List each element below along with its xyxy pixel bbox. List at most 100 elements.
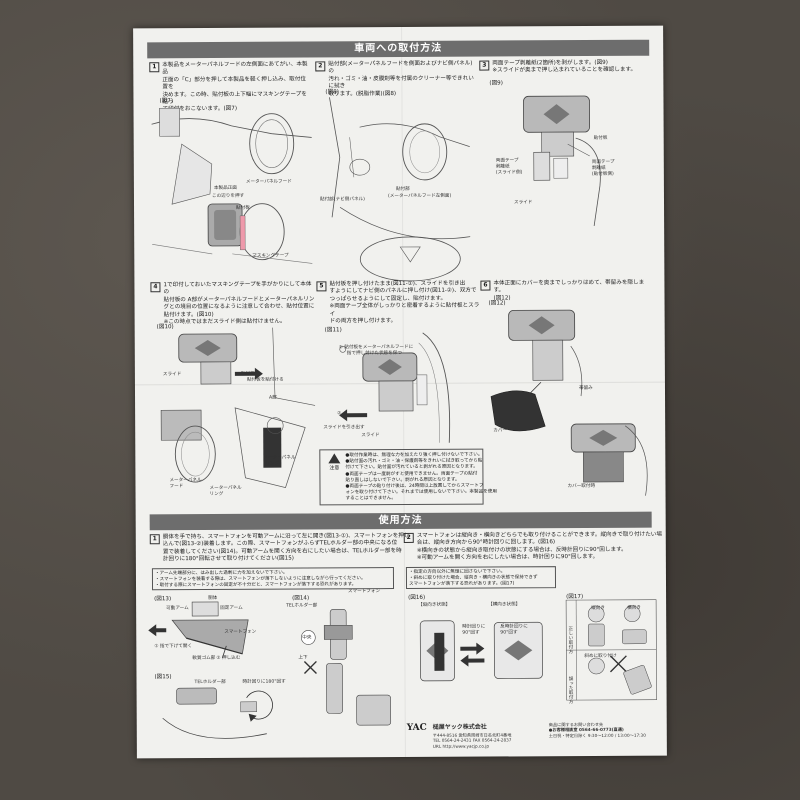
callout-label: 【横向き状態】: [488, 602, 521, 608]
figure-label: (図14): [292, 595, 310, 602]
callout-label: 軟質ゴム部: [192, 655, 216, 662]
figure-14-illustration: [300, 609, 392, 726]
step-text-line: ※スライドが奥まで押し込まれていることを確認します。: [492, 67, 637, 74]
install-step-4: 4 1で印付しておいたマスキングテープを手がかりにして本体の 貼付板の A部がメ…: [150, 281, 316, 326]
figure-label: (図17): [566, 594, 584, 601]
callout-label: 反時計回りに: [500, 624, 528, 630]
callout-label: メーターパネル: [209, 485, 242, 491]
callout-label: 貼付部: [395, 186, 410, 193]
callout-label: マスキングテープ: [252, 253, 289, 259]
figure-label: (図16): [408, 594, 426, 601]
callout-label: ① 貼付板をメーターパネルフードに: [338, 344, 414, 351]
callout-label: ② 押し込む: [216, 655, 241, 661]
step-number: 5: [316, 281, 327, 292]
step-text-line: 1で印付しておいたマスキングテープを手がかりにして本体の: [163, 281, 312, 296]
callout-label: この辺りを押す: [211, 193, 245, 199]
callout-label: 固定アーム: [220, 605, 243, 611]
figure-10-illustration: [160, 327, 316, 489]
callout-label: 可動アーム: [166, 606, 189, 612]
callout-label: 誤った取付方: [568, 676, 574, 704]
callout-label: (貼付板側): [591, 171, 614, 177]
figure-label: (図12): [488, 300, 506, 307]
caution-box: 注意 ●取付作業時は、無理な力を加えたり強く押し付けないで下さい。 ●貼付面の汚…: [319, 448, 497, 506]
callout-label: TELホルダー部: [194, 679, 226, 686]
callout-label: 剥離紙: [591, 165, 606, 171]
step-text-line: ※この時点ではまだスライド側は貼付けません。: [163, 318, 286, 326]
step-number: 2: [315, 61, 326, 72]
callout-label: スライド: [162, 372, 182, 378]
callout-label: スライドを引き出す: [323, 425, 365, 431]
step-number: 6: [480, 280, 491, 291]
callout-label: 貼付板: [236, 205, 250, 211]
usage-step-1: 1 胴体を手で持ち、スマートフォンを可動アームに沿って左に開き(図13-①)、ス…: [149, 533, 410, 564]
callout-label: フード: [169, 484, 184, 490]
callout-label: 指で押し付けた状態を保つ: [346, 350, 402, 357]
step-text-line: 汚れ・ゴミ・油・皮膜剤等を付属のクリーナー等できれいに拭き: [328, 75, 474, 90]
callout-label: 胴体: [208, 595, 218, 602]
step-number: 1: [149, 62, 160, 73]
callout-label: リング: [209, 491, 224, 497]
callout-label: ① 指で下げて開く: [154, 644, 193, 650]
caution-line: することはできません。: [345, 496, 396, 502]
callout-label: 本製品正面: [213, 185, 237, 191]
callout-label: スマートフォン: [224, 629, 257, 635]
callout-label: 正しい取付方: [567, 626, 573, 654]
brand-logo: YAC: [406, 722, 427, 733]
install-section-title: 車両への取付方法: [147, 39, 650, 59]
step-text-line: (図12): [493, 295, 511, 302]
figure-label: (図8): [325, 89, 339, 96]
support-contact: 商品に関するお問い合わせ先 ●お客様相談室 0564-66-0773(直通) 土…: [548, 721, 646, 739]
callout-label: (メーターパネルフード左側面): [387, 193, 452, 200]
usage-1-note-box: ・アーム先端部分に、はみ出した過剰に力を加えないで下さい。 ・スマートフォンを装…: [151, 567, 395, 591]
figure-7-illustration: [151, 107, 313, 264]
step-number: 4: [150, 282, 161, 293]
callout-label: ②: [337, 411, 342, 417]
figure-label: (図9): [489, 80, 503, 87]
callout-label: 帯留み: [578, 385, 593, 392]
callout-label: リング: [265, 461, 280, 467]
callout-label: スライド: [513, 200, 533, 206]
callout-label: 時計回りに: [462, 624, 486, 630]
figure-12-illustration: [490, 309, 648, 496]
step-text-line: ※両面テープ全体がしっかりと密着するように貼付板とスライ: [329, 302, 480, 317]
callout-label: 90°回す: [462, 630, 480, 636]
callout-label: 上下: [298, 655, 308, 661]
usage-section-title: 使用方法: [149, 511, 652, 531]
step-text-line: 正面の「C」部分を押して本製品を軽く押し込み、取付位置を: [162, 76, 306, 91]
callout-label: 時計回りに180°回す: [242, 679, 286, 685]
figure-13-illustration: [148, 601, 249, 659]
callout-label: 貼付部(ナビ側パネル): [319, 197, 365, 203]
step-text-line: 本製品をメーターパネルフードの左側面にあてがい、本製品: [162, 61, 308, 76]
callout-label: 横向き: [627, 605, 641, 611]
figure-11-illustration: [339, 332, 451, 443]
callout-label: 両面テープ: [591, 159, 615, 165]
callout-label: (スライド側): [495, 170, 523, 176]
callout-label: TELホルダー部: [286, 603, 318, 609]
brand-name: 槌屋ヤック株式会社: [432, 723, 487, 731]
install-step-3: 3 両面テープ剥離紙(2箇所)を剥がします。(図9) ※スライドが奥まで押し込ま…: [479, 60, 649, 76]
callout-label: 両面テープ: [495, 158, 519, 164]
figure-17-illustration: [565, 599, 657, 701]
callout-label: カバー: [493, 428, 508, 434]
callout-label: スマートフォン: [348, 589, 381, 595]
callout-label: A部: [269, 395, 277, 401]
usage-step-2: 2 スマートフォンは縦向き・横向きどちらでも取り付けることができます。縦向きで取…: [403, 532, 662, 563]
figure-15-illustration: [162, 687, 273, 739]
callout-label: 貼付板: [240, 371, 255, 377]
install-step-6: 6 本体正面にカバーを奥までしっかりはめて、帯留みを隠します。 (図12): [480, 280, 650, 303]
callout-label: 90°回す: [500, 630, 518, 636]
callout-label: メーターパネルフード: [245, 179, 292, 185]
install-step-5: 5 貼付板を押し付けたまま(図11-①)、スライドを引き出 すようにしてナビ側の…: [316, 281, 482, 326]
callout-label: 中央: [302, 635, 312, 641]
warning-triangle-icon: [328, 453, 341, 464]
callout-label: カバー取付時: [567, 483, 596, 490]
step-text-line: 本体正面にカバーを奥までしっかりはめて、帯留みを隠します。: [493, 279, 645, 294]
note-line: スマートフォンが落下する恐れがあります。(図17): [408, 581, 515, 588]
figure-8-illustration: [329, 97, 471, 282]
callout-label: スライド: [361, 433, 380, 439]
figure-label: (図11): [324, 327, 342, 334]
figure-label: (図7): [159, 98, 174, 105]
callout-label: 貼付板を貼付ける: [246, 377, 284, 383]
callout-label: 剥離紙: [495, 164, 510, 170]
usage-2-note-box: ・指定の方向以外に無理に回さないで下さい。 ・斜めに取り付けた場合、縦向き・横向…: [405, 566, 557, 589]
